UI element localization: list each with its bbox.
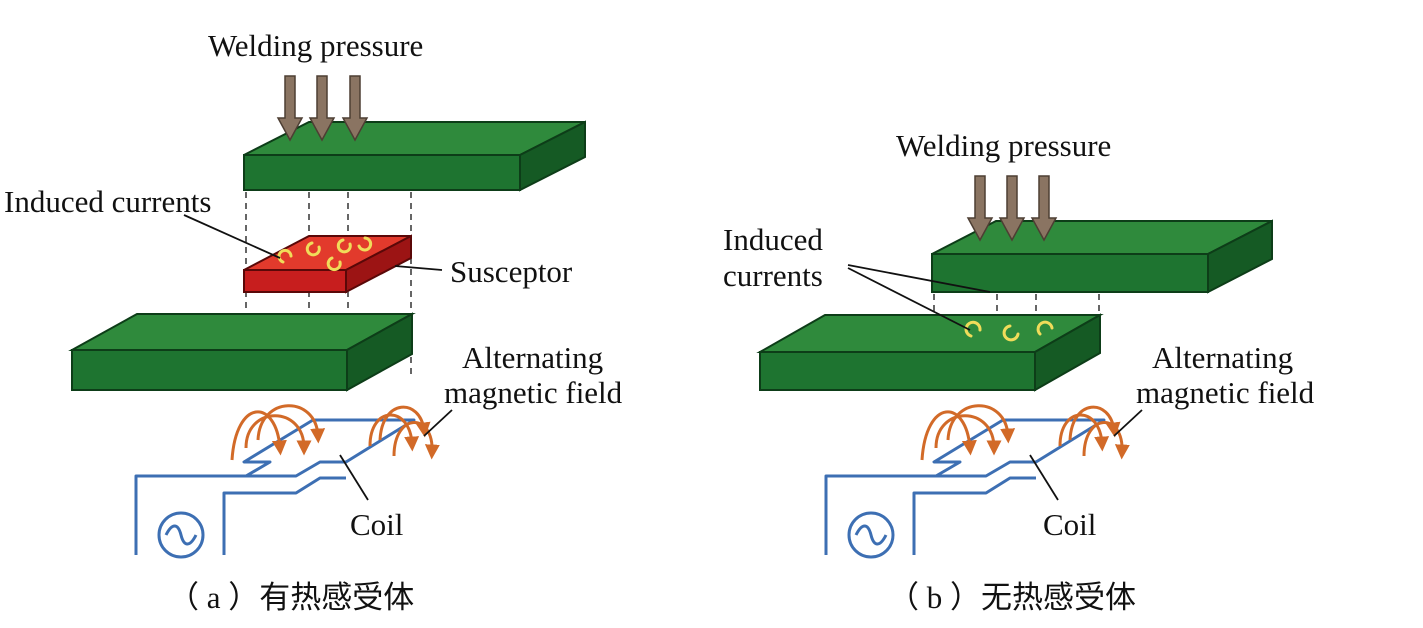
pressure-arrow-icon (966, 175, 1058, 242)
coil-leader (339, 454, 369, 501)
induced-label: Induced (723, 222, 823, 257)
magnetic-field-label: magnetic field (1136, 375, 1315, 410)
current-swirl-icon (277, 236, 373, 272)
coil (824, 418, 1106, 555)
field-arrow-icon (920, 404, 1130, 461)
pressure-arrow-icon (276, 75, 369, 142)
panel-a: Welding pressure Induced currents Suscep… (4, 28, 623, 615)
induced-currents-label: Induced currents (4, 184, 211, 219)
field-leader (1113, 409, 1143, 437)
bottom-plate (68, 312, 416, 392)
induced-currents-leader (183, 214, 281, 259)
welding-pressure-label: Welding pressure (208, 28, 423, 63)
induced-currents-leader (847, 264, 991, 331)
current-swirl-icon (964, 320, 1054, 342)
caption-a: （ a ）有热感受体 (168, 580, 414, 615)
susceptor-label: Susceptor (450, 254, 573, 289)
coil-label: Coil (350, 507, 403, 542)
welding-pressure-label: Welding pressure (896, 128, 1111, 163)
alternating-label: Alternating (1152, 340, 1293, 375)
field-leader (423, 409, 453, 437)
field-arrow-icon (230, 404, 440, 461)
coil (134, 418, 416, 555)
ac-source-icon (847, 511, 895, 559)
susceptor-leader (394, 265, 443, 271)
magnetic-field-label: magnetic field (444, 375, 623, 410)
ac-source-icon (157, 511, 205, 559)
alternating-label: Alternating (462, 340, 603, 375)
top-plate (243, 120, 586, 192)
currents-label: currents (723, 258, 823, 293)
coil-label: Coil (1043, 507, 1096, 542)
panel-b: Welding pressure Induced currents (723, 128, 1315, 615)
bottom-plate (756, 313, 1104, 392)
caption-b: （ b ）无热感受体 (888, 580, 1136, 615)
coil-leader (1029, 454, 1059, 501)
